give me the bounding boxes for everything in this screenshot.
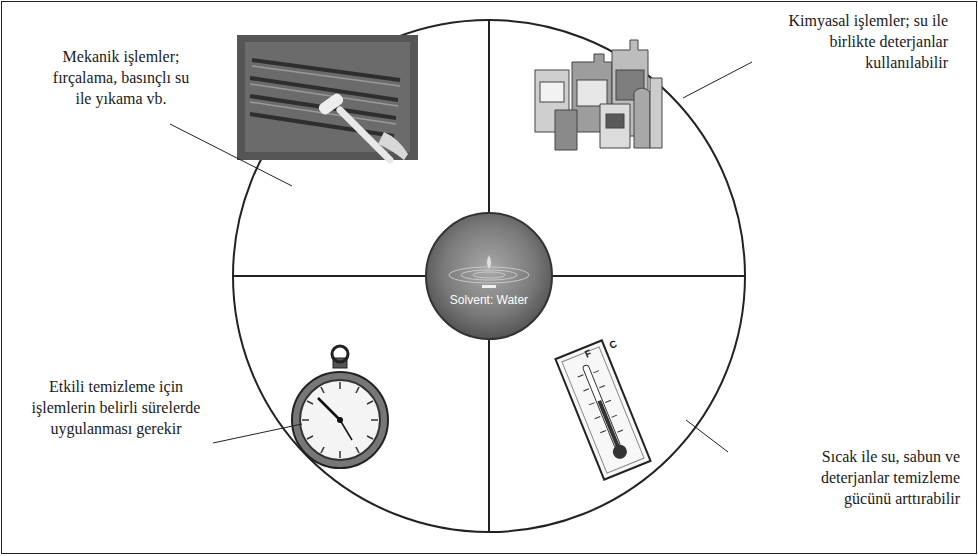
center-circle: Solvent: Water	[424, 211, 554, 341]
node-label: Solvent: Water	[424, 293, 554, 307]
detergent-products	[535, 40, 662, 150]
callout-text: Etkili temizleme için işlemlerin belirli…	[30, 376, 202, 439]
outer-circle	[233, 20, 745, 532]
leader-line	[686, 420, 728, 452]
callout-text: Kimyasal işlemler; su ile birlikte deter…	[760, 10, 948, 73]
brushing-photo	[237, 35, 418, 160]
thermometer	[555, 340, 650, 479]
water-circle	[424, 211, 554, 341]
stopwatch	[292, 346, 388, 468]
leader-line	[213, 424, 302, 443]
leader-line	[170, 124, 292, 186]
callout-text: Sıcak ile su, sabun ve deterjanlar temiz…	[770, 446, 960, 509]
callout-text: Mekanik işlemler; fırçalama, basınçlı su…	[50, 46, 192, 109]
leader-line	[683, 62, 752, 98]
